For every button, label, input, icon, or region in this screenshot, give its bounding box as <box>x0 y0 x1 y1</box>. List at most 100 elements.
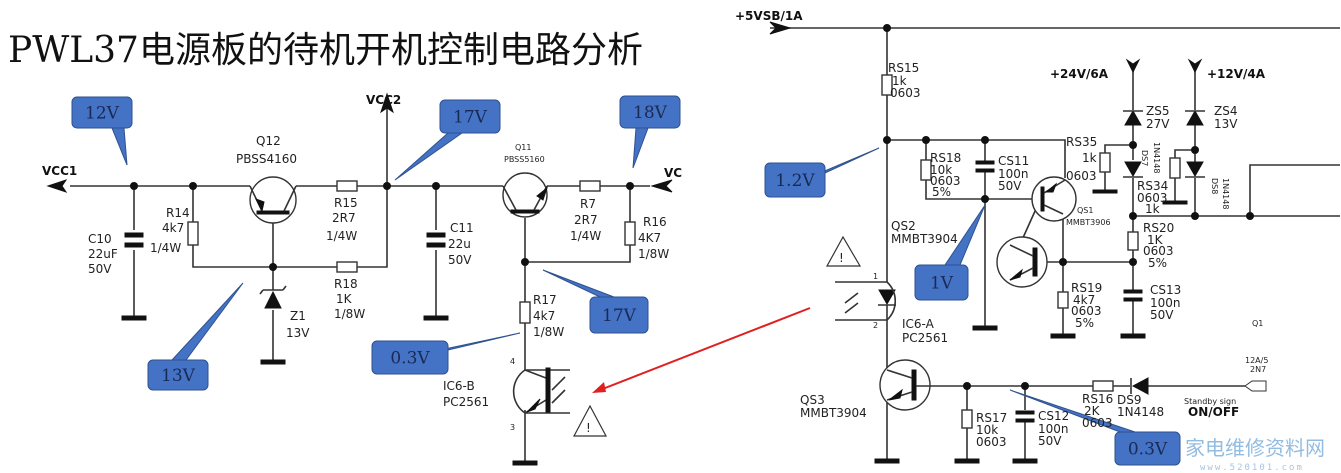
vcc1-arrow-icon <box>46 179 68 193</box>
callout-text: 0.3V <box>1128 440 1168 460</box>
label-ic6b-a: IC6-B <box>443 379 475 393</box>
label-r16-b: 4K7 <box>638 231 661 245</box>
label-q1: Q1 <box>1252 319 1263 328</box>
label-rs35-b: 1k <box>1082 151 1097 165</box>
svg-text:!: ! <box>839 251 844 265</box>
voltage-callout-c12v-b: 1.2V <box>764 147 880 198</box>
label-rs15-b: 1k <box>892 74 907 88</box>
label-qs2-ref: QS2 <box>891 219 916 233</box>
label-rs15-c: 0603 <box>890 86 921 100</box>
junction-dot <box>432 182 440 190</box>
label-rs34-b: 0603 <box>1137 191 1168 205</box>
label-vcc2: VCC2 <box>366 93 401 107</box>
cs12-capacitor <box>1015 410 1035 423</box>
r7-resistor <box>579 180 601 192</box>
callout-text: 1V <box>930 274 954 294</box>
label-c10-b: 22uF <box>88 247 118 261</box>
label-rs17-a: RS17 <box>976 411 1007 425</box>
vc-arrow-icon <box>650 179 673 193</box>
label-r16-c: 1/8W <box>638 247 669 261</box>
rs35-resistor <box>1099 152 1111 173</box>
standby-connector[interactable] <box>1244 380 1267 392</box>
junction-dot <box>981 195 989 203</box>
junction-dot <box>883 24 891 32</box>
label-rs20-c: 0603 <box>1143 244 1174 258</box>
callout-text: 17V <box>602 306 637 326</box>
qs3-transistor <box>879 359 931 411</box>
r18-resistor <box>336 261 358 273</box>
label-r17-a: R17 <box>533 293 557 307</box>
label-c11-b: 22u <box>448 237 471 251</box>
label-r14-b: 4k7 <box>162 221 184 235</box>
label-rs20-b: 1K <box>1147 233 1164 247</box>
label-ds8-part: 1N4148 <box>1221 178 1230 209</box>
rs19-resistor <box>1057 291 1069 309</box>
vsb-arrow-icon <box>769 21 792 35</box>
ds8-diode <box>1185 161 1205 178</box>
callout-text: 0.3V <box>390 349 430 369</box>
label-z1-a: Z1 <box>290 309 306 323</box>
label-r16-a: R16 <box>643 215 667 229</box>
ic6b-phototransistor <box>512 367 570 414</box>
warning-icon: ! <box>825 235 862 267</box>
label-rs34-a: RS34 <box>1137 179 1168 193</box>
qs2-transistor <box>996 236 1048 288</box>
label-rs15-a: RS15 <box>888 61 919 75</box>
rs15-resistor <box>881 74 893 96</box>
junction-dot <box>383 182 391 190</box>
label-rs19-d: 5% <box>1075 316 1094 330</box>
label-r18-c: 1/8W <box>334 307 365 321</box>
label-r14-a: R14 <box>166 206 190 220</box>
label-r17-b: 4k7 <box>533 309 555 323</box>
label-pin2: 2 <box>873 321 878 330</box>
ground-symbols-right <box>874 189 1188 464</box>
label-rs16-c: 0603 <box>1082 416 1113 430</box>
label-ds7-part: 1N4148 <box>1152 142 1161 173</box>
label-rs16-b: 2K <box>1084 404 1101 418</box>
label-r15-c: 1/4W <box>326 229 357 243</box>
label-standby-a: Standby sign <box>1184 397 1236 406</box>
ic6a-led <box>835 281 896 321</box>
label-rs16-a: RS16 <box>1082 392 1113 406</box>
junction-dot <box>1191 146 1199 154</box>
label-rs19-a: RS19 <box>1071 281 1102 295</box>
label-z1-b: 13V <box>286 326 310 340</box>
label-rs35-a: RS35 <box>1066 135 1097 149</box>
junction-dot <box>1246 212 1254 220</box>
label-q12-ref: Q12 <box>256 134 281 148</box>
label-zs4-a: ZS4 <box>1214 104 1237 118</box>
page-title: PWL37电源板的待机开机控制电路分析 <box>8 30 643 71</box>
voltage-callout-c17v-a: 17V <box>394 99 501 181</box>
label-q1-a: 12A/5 <box>1245 356 1268 365</box>
component-labels: VCC1VCC2VCQ12PBSS4160C1022uF50VR144k71/4… <box>42 9 1268 449</box>
label-pin3: 3 <box>510 423 515 432</box>
junction-dot <box>883 136 891 144</box>
junction-dot <box>1191 212 1199 220</box>
label-cs13-a: CS13 <box>1150 283 1181 297</box>
label-rs34-c: 1k <box>1145 202 1160 216</box>
right-wires <box>770 27 1340 460</box>
r14-resistor <box>187 221 199 246</box>
label-rs19-c: 0603 <box>1071 304 1102 318</box>
v12-arrow-icon <box>1187 58 1203 74</box>
r15-resistor <box>336 180 358 192</box>
label-cs11-a: CS11 <box>998 154 1029 168</box>
label-ic6a-b: PC2561 <box>902 331 948 345</box>
vcc2-arrow-icon <box>380 92 394 114</box>
label-cs12-a: CS12 <box>1038 409 1069 423</box>
label-q12-part: PBSS4160 <box>236 152 297 166</box>
label-cs13-c: 50V <box>1150 308 1174 322</box>
label-vsb: +5VSB/1A <box>735 9 803 23</box>
left-wires <box>70 108 650 463</box>
voltage-callout-c1v: 1V <box>914 204 986 301</box>
label-r18-b: 1K <box>336 292 353 306</box>
label-rs20-d: 5% <box>1148 256 1167 270</box>
label-qs3-part: MMBT3904 <box>800 406 867 420</box>
label-qs3-ref: QS3 <box>800 393 825 407</box>
label-rs18-a: RS18 <box>930 151 961 165</box>
label-rs35-c: 0603 <box>1066 169 1097 183</box>
junction-dot <box>1021 382 1029 390</box>
voltage-callout-c12v: 12V <box>71 96 133 166</box>
